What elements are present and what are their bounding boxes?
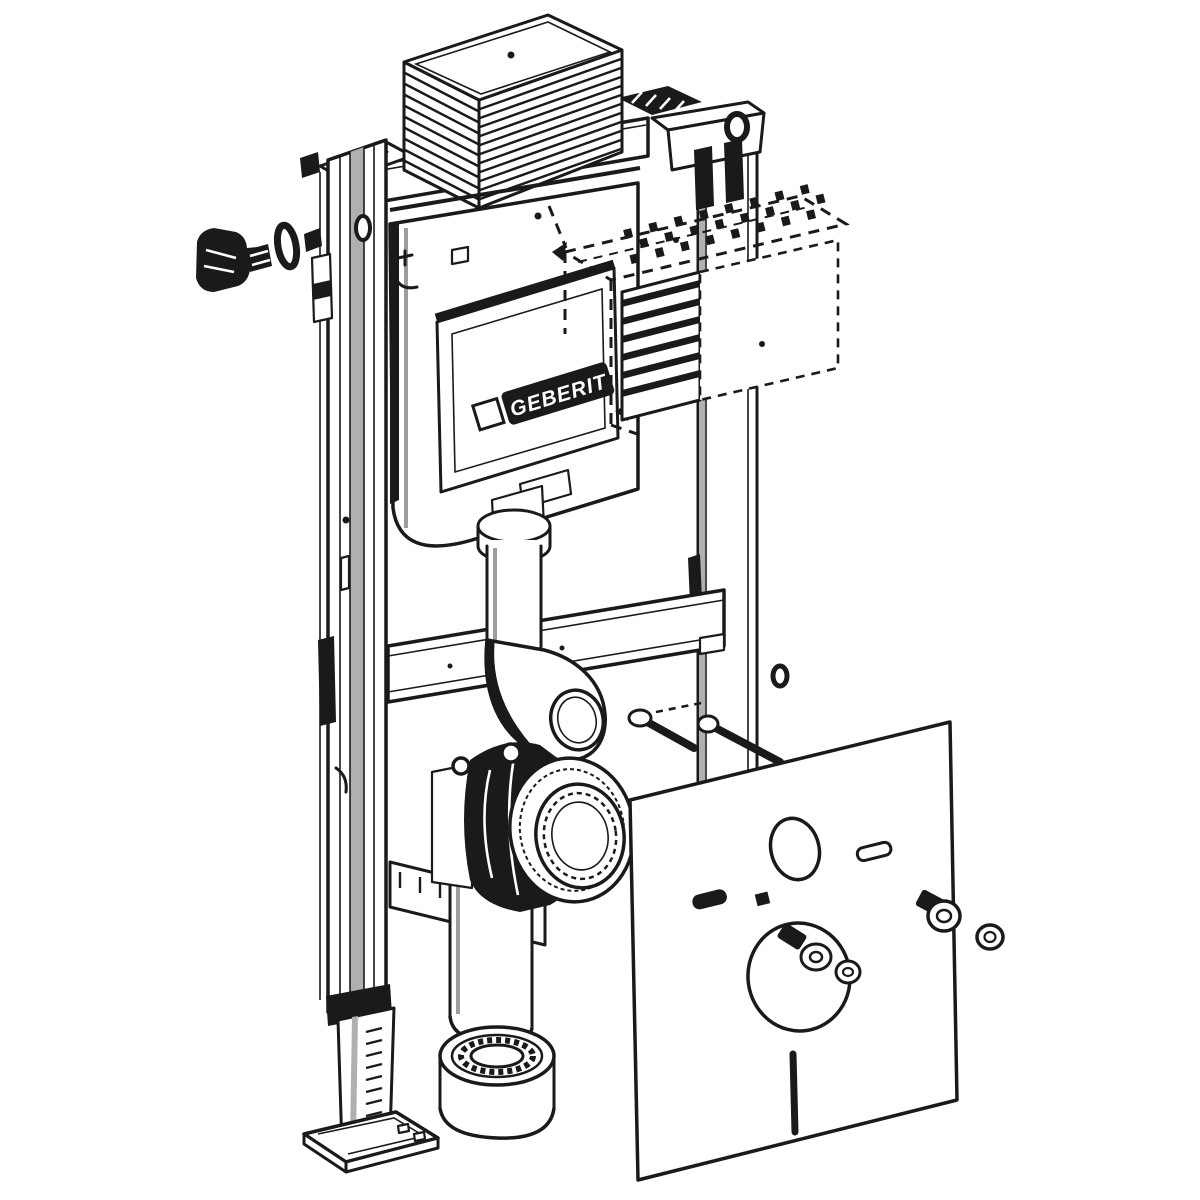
rod-washer — [696, 714, 720, 734]
angle-valve — [196, 221, 301, 292]
rod-washer — [627, 708, 653, 728]
wc-outlet-connector — [430, 742, 636, 912]
plate-slot-cutout — [855, 840, 893, 863]
logo-bar — [501, 362, 615, 425]
plate-square-dark — [754, 891, 771, 907]
plate-center-mark — [789, 1050, 799, 1136]
phantom-rib-tops — [623, 184, 826, 265]
adjustable-foot — [302, 984, 440, 1174]
seal-ring — [273, 221, 301, 271]
foot-graduations — [365, 1026, 383, 1118]
cistern-hole — [450, 245, 470, 266]
plate-oval-cutout — [768, 816, 822, 882]
fixing-bolt — [777, 923, 862, 985]
rail-pin-hole — [770, 663, 790, 689]
concealed-cistern: GEBERIT — [388, 166, 641, 548]
drain-elbow — [484, 638, 607, 763]
left-frame-rail — [304, 138, 388, 1014]
flush-pipe — [476, 484, 552, 656]
plate-slot-dark — [692, 889, 727, 910]
bracket-hole — [724, 111, 750, 143]
threaded-rods — [627, 708, 784, 766]
logo-square-icon — [470, 396, 506, 432]
sound-insulation-plate — [628, 720, 959, 1182]
clamp-bolt — [500, 742, 522, 764]
protection-box — [402, 13, 624, 210]
fixing-screws — [915, 889, 1005, 951]
rail-bolt-hole — [354, 214, 372, 242]
wall-bracket — [618, 86, 766, 210]
drain-socket — [438, 1025, 556, 1140]
phantom-inspection-box — [547, 184, 850, 439]
clamp-bolt — [451, 756, 471, 776]
access-panel — [435, 266, 620, 494]
right-frame-rail — [618, 86, 790, 790]
